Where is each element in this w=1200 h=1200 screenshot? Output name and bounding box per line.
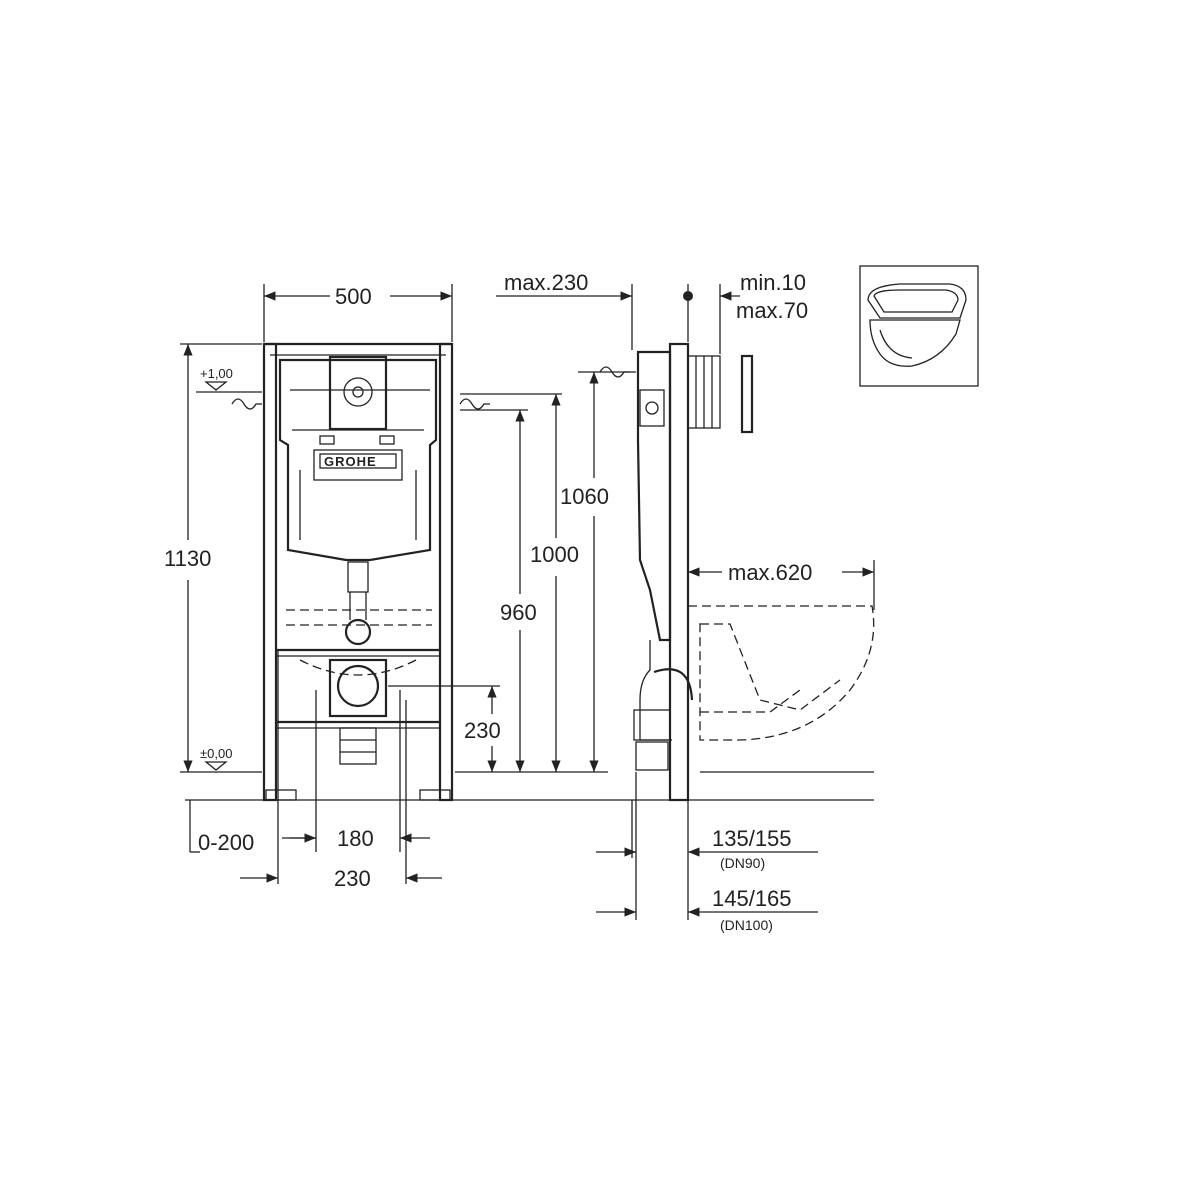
level-top-label: +1,00	[200, 366, 233, 381]
dimension-adjust-range: 0-200	[198, 830, 254, 855]
dimension-tank-height: 960	[500, 600, 537, 625]
side-view: max.230 min.10 max.70 1060 max.620 135/1…	[496, 270, 875, 933]
dimension-pipe-dn100-sub: (DN100)	[720, 917, 773, 933]
dimension-pipe-dn90: 135/155	[712, 826, 792, 851]
dimension-drain-height: 230	[464, 718, 501, 743]
dimension-bolt-spacing: 180	[337, 826, 374, 851]
dimension-wall-min: min.10	[740, 270, 806, 295]
dimension-bowl-projection: max.620	[728, 560, 812, 585]
dimension-inlet-height: 1000	[530, 542, 579, 567]
dimension-drain-spacing: 230	[334, 866, 371, 891]
dimension-pipe-dn90-sub: (DN90)	[720, 855, 765, 871]
dimension-side-inlet-height: 1060	[560, 484, 609, 509]
wall-hung-toilet-icon	[859, 265, 979, 387]
front-view: GROHE +1,00 ±0,00	[164, 284, 610, 891]
level-zero-label: ±0,00	[200, 746, 232, 761]
dimension-wall-max: max.70	[736, 298, 808, 323]
dimension-total-height: 1130	[164, 546, 211, 571]
dimension-max-depth: max.230	[504, 270, 588, 295]
dimension-frame-width: 500	[335, 284, 372, 309]
brand-logo: GROHE	[324, 454, 377, 469]
dimension-pipe-dn100: 145/165	[712, 886, 792, 911]
